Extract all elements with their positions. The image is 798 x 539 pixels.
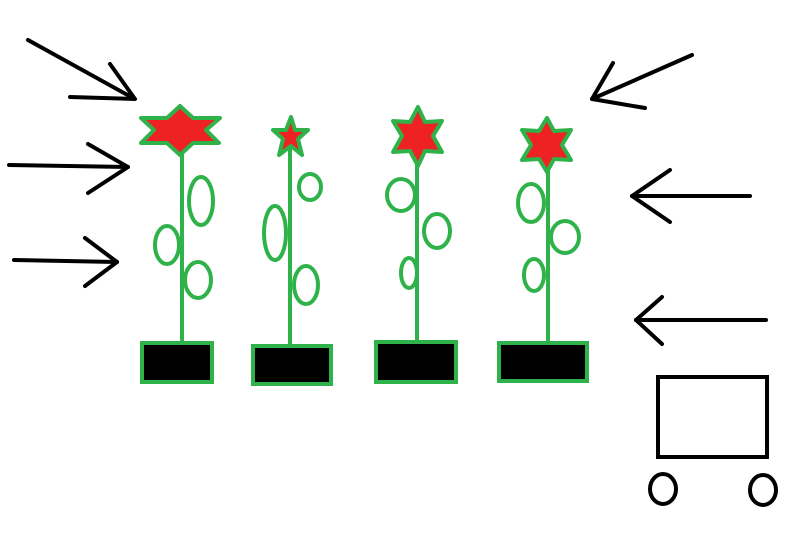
- arrow-right-1: [26, 38, 137, 101]
- plant-3-leaf-1: [385, 177, 417, 213]
- plant-4: [497, 116, 589, 383]
- plant-3-leaf-3: [399, 256, 419, 290]
- plant-1-pot: [140, 341, 214, 384]
- plant-4-leaf-1: [516, 182, 546, 224]
- plant-3-pot: [374, 340, 458, 384]
- arrow-left-3: [634, 295, 768, 346]
- arrow-right-3: [12, 236, 119, 288]
- plant-2-flower: [271, 115, 310, 157]
- arrow-right-2: [7, 142, 130, 195]
- plant-2-leaf-3: [292, 264, 320, 306]
- cart: [648, 375, 778, 507]
- plant-1-leaf-2: [153, 224, 181, 266]
- plant-2-pot: [251, 344, 333, 386]
- plant-4-leaf-2: [549, 219, 581, 255]
- plant-4-leaf-3: [522, 257, 546, 293]
- cart-wheel-left: [648, 472, 678, 506]
- plant-2-leaf-1: [297, 172, 323, 202]
- arrow-left-1: [590, 53, 694, 110]
- plant-2: [251, 115, 333, 386]
- plant-1-leaf-1: [187, 175, 215, 227]
- plant-4-pot: [497, 341, 589, 383]
- plant-2-leaf-2: [262, 204, 288, 262]
- plant-3: [374, 105, 458, 384]
- arrow-left-2: [630, 168, 752, 224]
- plant-1-flower: [139, 104, 222, 157]
- plant-3-leaf-2: [422, 212, 452, 250]
- plant-1: [139, 104, 222, 384]
- cart-body: [656, 375, 769, 459]
- plant-1-leaf-3: [183, 260, 213, 300]
- plant-3-flower: [391, 105, 444, 168]
- cart-wheel-right: [748, 473, 778, 507]
- plant-4-flower: [520, 116, 573, 174]
